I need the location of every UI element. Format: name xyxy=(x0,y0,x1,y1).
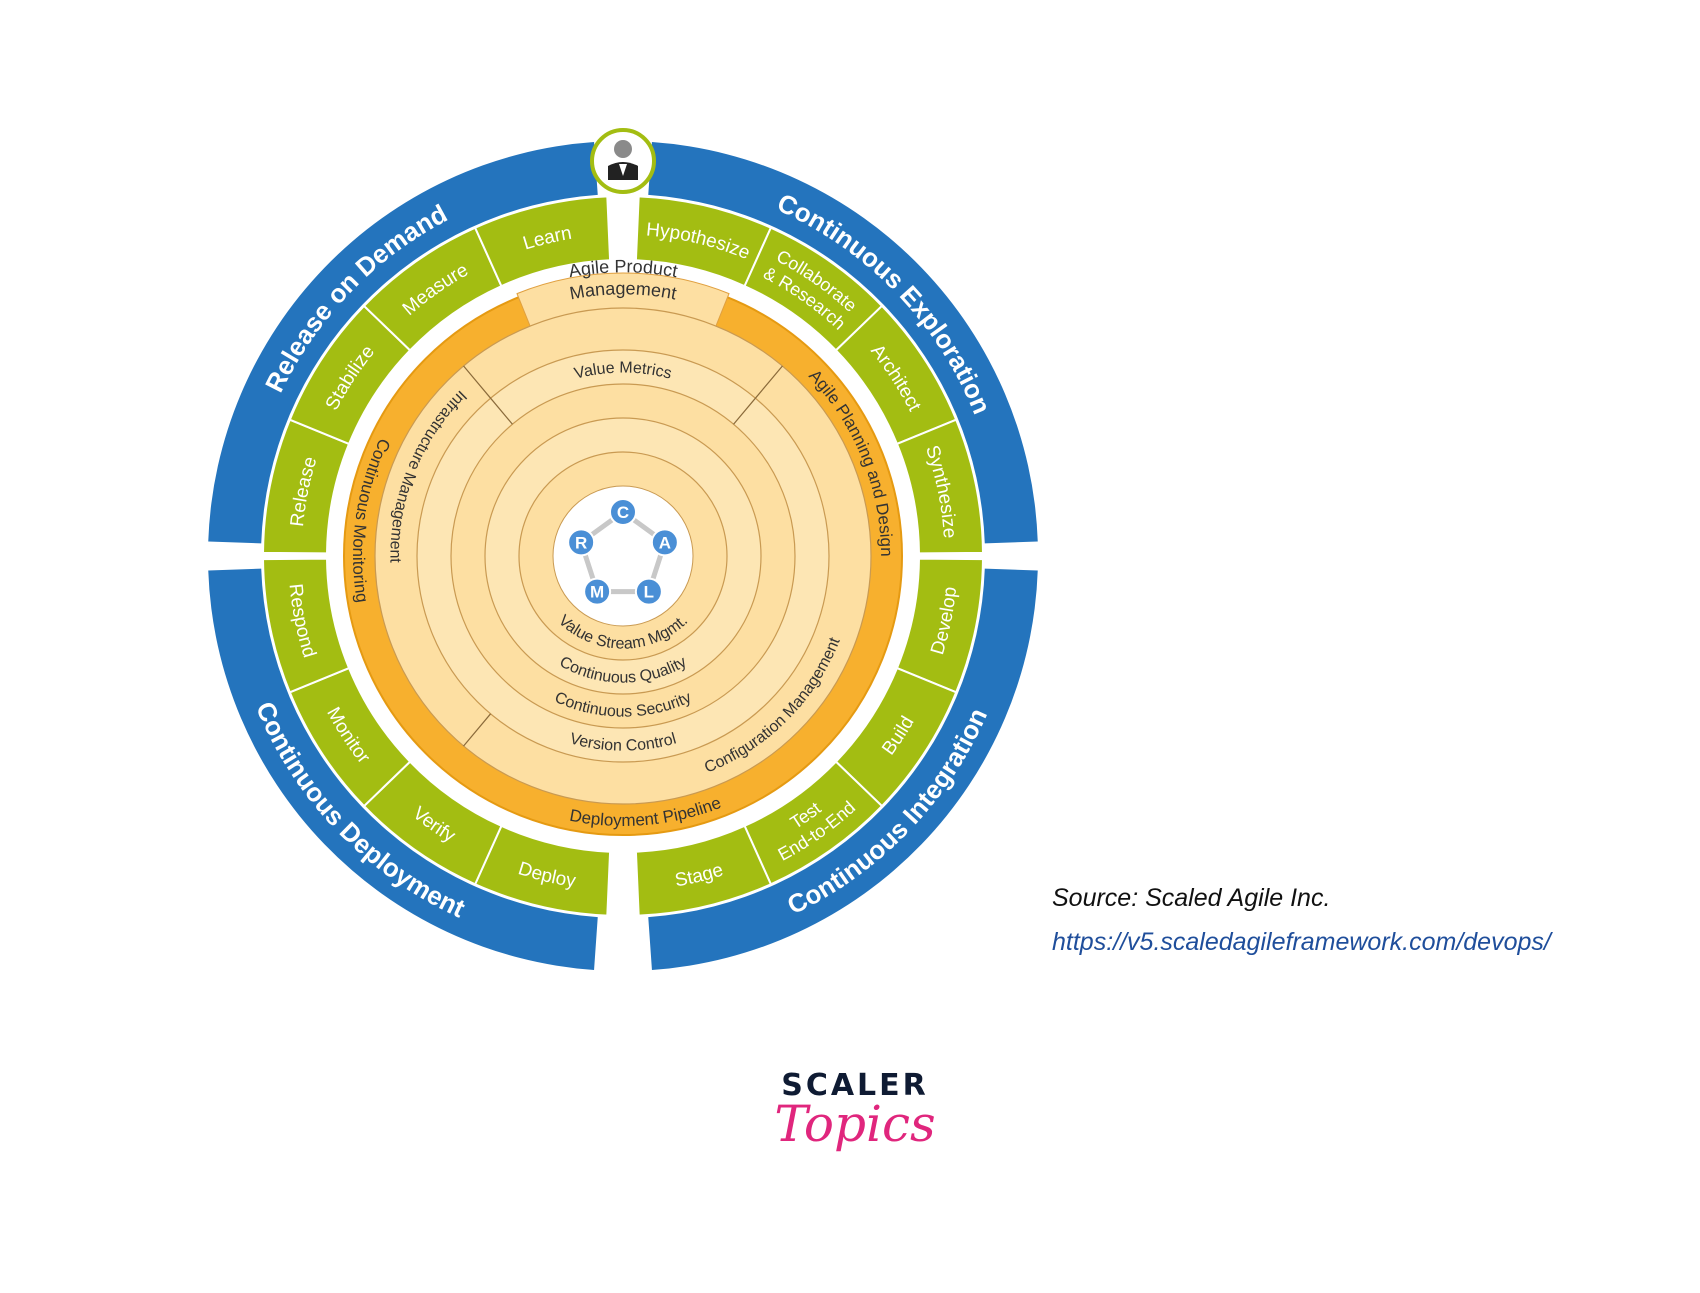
calms-letter-l: L xyxy=(644,583,654,602)
calms-letter-m: M xyxy=(590,583,604,602)
activity-segment-stage xyxy=(634,824,773,917)
quadrant-band-continuous-integration xyxy=(648,568,1038,970)
person-badge xyxy=(590,128,656,194)
ring-divider xyxy=(754,365,783,399)
person-head-icon xyxy=(614,140,632,158)
activity-segment-synthesize xyxy=(895,418,984,555)
calms-node-l xyxy=(634,577,663,606)
activity-segment-respond xyxy=(262,557,351,694)
scaler-topics-logo: SCALER Topics xyxy=(770,1068,940,1153)
calms-node-m xyxy=(583,577,612,606)
ring-label-value-metrics: Value Metrics xyxy=(573,360,674,383)
source-label: Source: Scaled Agile Inc. xyxy=(1052,884,1331,912)
calms-letter-r: R xyxy=(575,533,587,552)
ring-divider xyxy=(463,713,492,747)
logo-scaler-text: SCALER xyxy=(781,1068,929,1103)
calms-node-a xyxy=(650,528,679,557)
calms-node-c xyxy=(609,498,637,526)
person-shirt-icon xyxy=(619,164,627,176)
quadrant-band-release-on-demand xyxy=(208,142,598,544)
calms-node-r xyxy=(567,528,596,557)
ring-divider xyxy=(463,365,492,399)
source-link[interactable]: https://v5.scaledagileframework.com/devo… xyxy=(1052,928,1551,956)
logo-topics-text: Topics xyxy=(774,1095,936,1153)
ring-divider xyxy=(733,397,756,425)
calms-letter-c: C xyxy=(617,503,629,522)
ring-divider xyxy=(490,397,513,425)
ring-label-value-metrics-text: Value Metrics xyxy=(573,360,674,383)
activity-segment-learn xyxy=(473,195,612,288)
calms-letter-a: A xyxy=(659,533,671,552)
quadrant-band-continuous-exploration xyxy=(648,142,1038,544)
quadrant-band-continuous-deployment xyxy=(208,568,598,970)
